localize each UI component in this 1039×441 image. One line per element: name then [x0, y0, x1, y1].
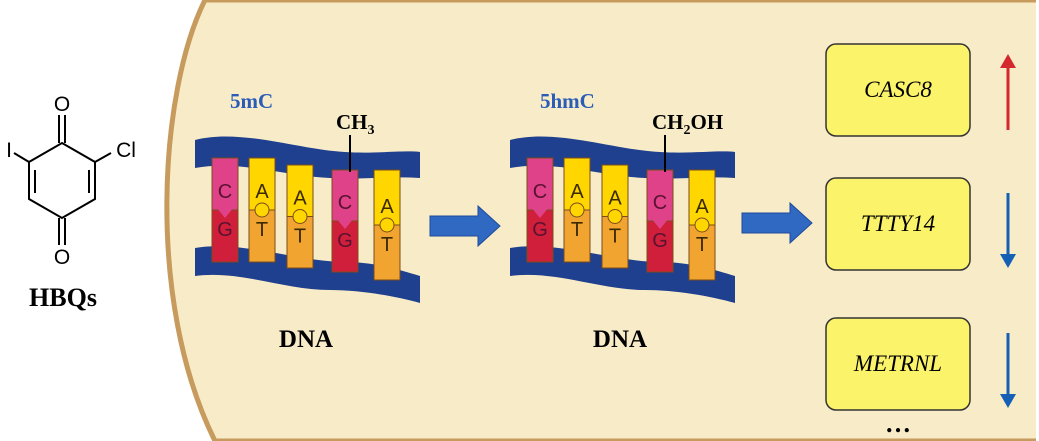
at-knob: [694, 217, 710, 233]
base-pair: AT: [688, 169, 716, 281]
arrow-up-head: [1000, 54, 1016, 68]
base-pair: AT: [248, 157, 276, 263]
hydroxymethyl-label-pre: CH: [652, 110, 684, 134]
cg-notch: [332, 213, 358, 229]
at-knob: [292, 209, 308, 224]
base-letter-bottom: G: [337, 230, 353, 252]
hbq-molecule: [13, 115, 112, 245]
hydroxymethyl-label: CH2OH: [652, 110, 723, 138]
dna-label-left: DNA: [279, 326, 333, 353]
base-letter-bottom: T: [381, 234, 393, 256]
cell-right-cover: [1036, 0, 1039, 441]
gene-name-casc8: CASC8: [864, 77, 932, 102]
quinone-ring: [28, 141, 96, 220]
base-letter-bottom: G: [652, 230, 668, 252]
base-bottom: [373, 224, 401, 281]
mod-label-5hmc: 5hmC: [540, 89, 595, 113]
base-letter-bottom: T: [609, 226, 621, 248]
base-letter-top: A: [570, 181, 584, 203]
gene-box-metrnl-frame: [825, 317, 971, 411]
arrow-down-icon: [1000, 333, 1016, 408]
arrow-down-head-1: [1000, 254, 1016, 268]
base-letter-bottom: T: [294, 226, 306, 248]
base-letter-top: C: [653, 192, 667, 214]
base-letter-bottom: G: [217, 219, 233, 241]
base-pair: CG: [646, 169, 674, 273]
methyl-label: CH3: [336, 110, 375, 138]
gene-box-metrnl: METRNL: [825, 317, 971, 411]
base-letter-top: A: [380, 196, 394, 218]
cg-notch: [647, 213, 673, 229]
gene-box-casc8: CASC8: [825, 43, 971, 137]
iodine-bond: [13, 152, 30, 163]
oxygen-top-label: O: [54, 93, 70, 116]
base-pair: CG: [331, 169, 359, 273]
base-bottom: [248, 209, 276, 263]
base-letter-top: A: [608, 188, 622, 210]
base-pair: AT: [601, 164, 629, 269]
base-letter-top: A: [293, 188, 307, 210]
at-knob: [254, 202, 270, 218]
chlorine-label: Cl: [116, 139, 136, 162]
base-letter-top: C: [338, 192, 352, 214]
at-knob: [379, 217, 395, 233]
dna-left-top-strand: [195, 136, 420, 179]
cg-notch: [212, 202, 238, 218]
chlorine-bond: [94, 152, 112, 163]
hydroxymethyl-label-sub: 2: [684, 123, 691, 138]
cg-notch: [527, 202, 553, 218]
arrow-up-icon: [1000, 54, 1016, 130]
base-bottom: [563, 209, 591, 263]
base-bottom: [526, 209, 554, 263]
base-letter-top: A: [695, 196, 709, 218]
arrow-down-head-2: [1000, 394, 1016, 408]
flow-arrow-2: [741, 201, 813, 245]
base-letter-bottom: T: [571, 219, 583, 241]
base-pair: CG: [526, 157, 554, 263]
base-letter-top: C: [533, 181, 547, 203]
arrow-down-icon: [1000, 193, 1016, 268]
base-bottom: [286, 216, 314, 269]
base-pair: CG: [211, 157, 239, 263]
base-bottom: [688, 224, 716, 281]
gene-box-ttty14: TTTY14: [825, 177, 971, 271]
base-letter-top: C: [218, 181, 232, 203]
base-pair: AT: [563, 157, 591, 263]
methyl-label-main: CH: [336, 110, 368, 134]
base-bottom: [211, 209, 239, 263]
base-pair: AT: [286, 164, 314, 269]
at-knob: [607, 209, 623, 224]
base-letter-bottom: T: [696, 234, 708, 256]
gene-box-ttty14-frame: [825, 177, 971, 271]
dna-label-right: DNA: [593, 326, 647, 353]
base-bottom: [331, 220, 359, 273]
base-letter-bottom: G: [532, 219, 548, 241]
dna-right-top-strand: [510, 136, 735, 179]
iodine-label: I: [6, 139, 12, 162]
gene-name-metrnl: METRNL: [853, 351, 942, 376]
base-letter-top: A: [255, 181, 269, 203]
gene-name-ttty14: TTTY14: [861, 211, 935, 236]
hydroxymethyl-label-post: OH: [691, 110, 724, 134]
oxygen-bottom-label: O: [54, 246, 70, 269]
flow-arrow-1: [429, 204, 501, 248]
more-genes-ellipsis: …: [885, 409, 911, 438]
molecule-name: HBQs: [29, 283, 97, 312]
base-pair: AT: [373, 169, 401, 281]
gene-box-casc8-frame: [825, 43, 971, 137]
base-letter-bottom: T: [256, 219, 268, 241]
at-knob: [569, 202, 585, 218]
methyl-label-sub: 3: [368, 123, 375, 138]
base-bottom: [601, 216, 629, 269]
mod-label-5mc: 5mC: [230, 89, 273, 113]
